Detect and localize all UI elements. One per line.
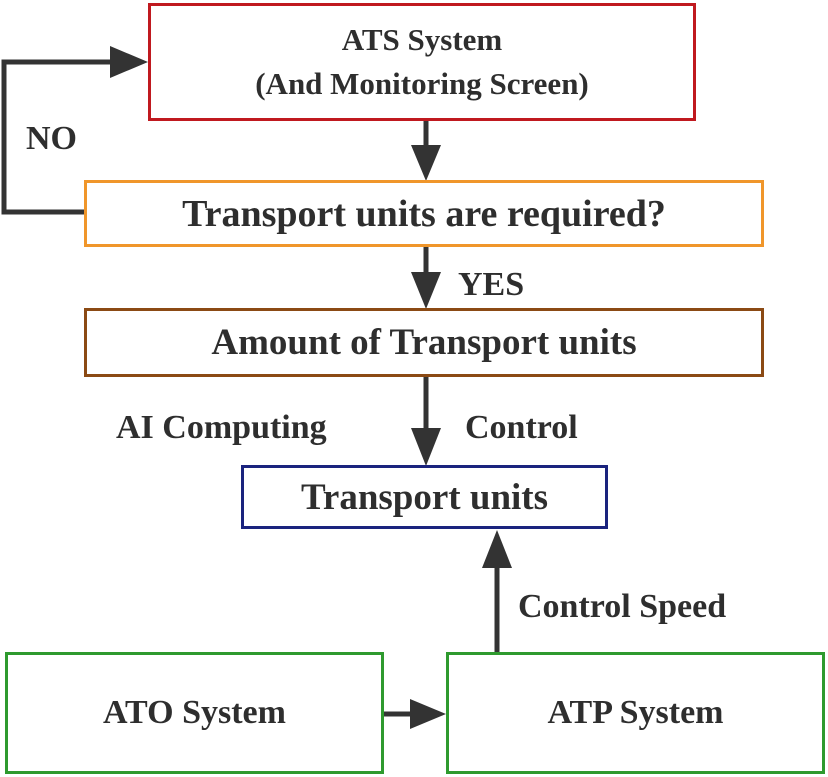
no-label: NO xyxy=(26,120,77,157)
decision-box: Transport units are required? xyxy=(84,180,764,247)
atp-to-units-arrowhead xyxy=(482,530,512,568)
decision-text: Transport units are required? xyxy=(182,192,666,235)
control-speed-label: Control Speed xyxy=(518,588,727,625)
ai-computing-label: AI Computing xyxy=(116,409,327,446)
amount-text: Amount of Transport units xyxy=(211,322,637,363)
atp-system-text: ATP System xyxy=(547,694,724,731)
atp-system-box: ATP System xyxy=(446,652,825,774)
ats-to-decision-arrowhead xyxy=(411,145,441,181)
ato-to-atp-arrowhead xyxy=(410,699,446,729)
ats-system-title: ATS System xyxy=(341,22,503,57)
no-loop-arrow xyxy=(1,59,128,215)
transport-units-text: Transport units xyxy=(300,476,549,518)
amount-box: Amount of Transport units xyxy=(84,308,764,377)
transport-units-box: Transport units xyxy=(241,465,608,529)
control-label: Control xyxy=(465,409,578,446)
ats-system-box: ATS System (And Monitoring Screen) xyxy=(148,3,696,121)
yes-label: YES xyxy=(458,266,525,303)
ato-system-box: ATO System xyxy=(5,652,384,774)
amount-to-units-arrowhead xyxy=(411,428,441,466)
ats-system-subtitle: (And Monitoring Screen) xyxy=(255,66,589,101)
no-loop-arrowhead xyxy=(110,46,148,78)
ato-system-text: ATO System xyxy=(103,694,286,731)
decision-to-amount-arrowhead xyxy=(411,272,441,309)
